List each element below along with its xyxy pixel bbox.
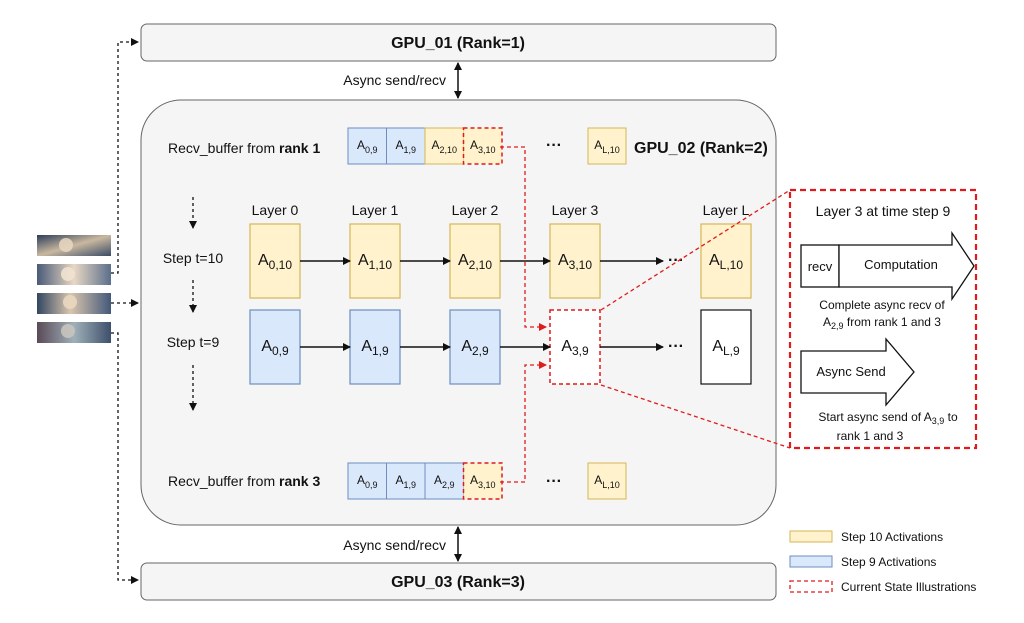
buffer-bottom-cell-label: A0,9	[357, 473, 378, 490]
red-connectors	[500, 146, 791, 483]
buffer-bottom-cell-label: A3,10	[470, 473, 496, 490]
portrait-images	[37, 235, 111, 343]
layer-header: Layer 0	[252, 202, 299, 218]
step10-row-cell	[249, 223, 301, 299]
layer-header: Layer 1	[352, 202, 399, 218]
buffer-bottom-last-cell-label: AL,10	[594, 473, 620, 490]
portrait-strip-1-image	[37, 235, 111, 256]
computation-label: Computation	[864, 257, 938, 272]
buffer-top-cell-label: A1,9	[395, 138, 416, 155]
buffer-bottom-cell	[462, 462, 503, 500]
gpu-mid-label: GPU_02 (Rank=2)	[634, 140, 768, 157]
layer-header: Layer L	[703, 202, 750, 218]
buffer-bottom-cell-label: A2,9	[434, 473, 455, 490]
legend-current-swatch	[789, 580, 833, 593]
step10-row-cell-label: A0,10	[258, 252, 292, 272]
zoom-title: Layer 3 at time step 9	[816, 203, 951, 219]
recv-segment-label: recv	[808, 259, 833, 274]
buffer-bottom-cell	[386, 462, 426, 500]
buffer-bottom-ellipsis: ···	[546, 473, 562, 490]
recv-buffer-bottom: A0,9 A1,9 A2,9 A3,10 AL,10	[347, 462, 627, 500]
buffer-bottom-cell	[347, 462, 387, 500]
zoom-box	[788, 188, 978, 450]
step10-row-cell-label: A2,10	[458, 252, 492, 272]
recv-buffer-bottom-label: Recv_buffer from rank 3	[168, 473, 320, 489]
layer-header: Layer 3	[552, 202, 599, 218]
gpu-bottom-box	[140, 562, 777, 601]
step10-row-cell-label: A3,10	[558, 252, 592, 272]
legend-step9-swatch	[789, 555, 833, 568]
step9-row-cell-label: A2,9	[461, 338, 489, 358]
step9-row-cell	[349, 309, 401, 385]
step10-row-cell	[549, 223, 601, 299]
step9-row-cell	[249, 309, 301, 385]
async-label-bottom: Async send/recv	[343, 537, 446, 553]
step9-row-cell-label: A1,9	[361, 338, 389, 358]
step10-row-cell	[449, 223, 501, 299]
buffer-top-cell	[347, 127, 387, 165]
image-connectors	[111, 38, 139, 584]
step9-row-cell-label: AL,9	[712, 338, 740, 358]
legend-step10-swatch	[789, 530, 833, 543]
recv-segment	[800, 244, 840, 288]
legend-step10-label: Step 10 Activations	[841, 530, 943, 544]
buffer-top-cell	[462, 127, 503, 165]
buffer-top-cell-label: A2,10	[431, 138, 457, 155]
async-label-top: Async send/recv	[343, 72, 446, 88]
buffer-bottom-cell-label: A1,9	[395, 473, 416, 490]
recv-buffer-top-label: Recv_buffer from rank 1	[168, 140, 320, 156]
computation-arrow	[838, 230, 975, 302]
step9-row-cell	[449, 309, 501, 385]
send-note-line2: rank 1 and 3	[837, 429, 904, 443]
async-send-label: Async Send	[816, 364, 885, 379]
gpu-top-box	[140, 23, 777, 62]
recv-note-line2: A2,9 from rank 1 and 3	[823, 315, 941, 331]
recv-note-line1: Complete async recv of	[819, 298, 945, 312]
step9-row-cell-label: A0,9	[261, 338, 289, 358]
buffer-bottom-last-cell	[587, 462, 627, 500]
gpu-bottom-label: GPU_03 (Rank=3)	[391, 574, 525, 591]
step10-row-cell-label: AL,10	[709, 252, 743, 272]
step10-row-ellipsis: ···	[668, 252, 684, 269]
step9-row-ellipsis: ···	[668, 338, 684, 355]
legend: Step 10 Activations Step 9 Activations C…	[789, 530, 976, 594]
send-note-line1: Start async send of A3,9 to	[818, 410, 958, 426]
layer-header: Layer 2	[452, 202, 499, 218]
async-send-arrow	[800, 337, 915, 407]
step9-row-cell-label: A3,9	[561, 338, 589, 358]
buffer-top-ellipsis: ···	[546, 137, 562, 154]
buffer-top-cell	[424, 127, 464, 165]
legend-step9-label: Step 9 Activations	[841, 555, 936, 569]
step-10-label: Step t=10	[163, 250, 224, 266]
gpu-top-label: GPU_01 (Rank=1)	[391, 35, 525, 52]
layer-headers: Layer 0 Layer 1 Layer 2 Layer 3 Layer L	[252, 202, 750, 218]
buffer-top-cell-label: A0,9	[357, 138, 378, 155]
legend-current-label: Current State Illustrations	[841, 580, 976, 594]
buffer-top-cell-label: A3,10	[470, 138, 496, 155]
buffer-top-last-cell	[587, 127, 627, 165]
step9-row-cell	[700, 309, 752, 385]
buffer-top-last-cell-label: AL,10	[594, 138, 620, 155]
recv-buffer-top: A0,9 A1,9 A2,10 A3,10 AL,10	[347, 127, 627, 165]
activation-grid: A0,10 A1,10 A2,10 A3,10 AL,10 ··· A0,9 A1,9 A2,9…	[249, 223, 752, 385]
step-9-label: Step t=9	[167, 334, 220, 350]
step10-row-cell-label: A1,10	[358, 252, 392, 272]
step10-row-cell	[700, 223, 752, 299]
buffer-bottom-cell	[424, 462, 464, 500]
